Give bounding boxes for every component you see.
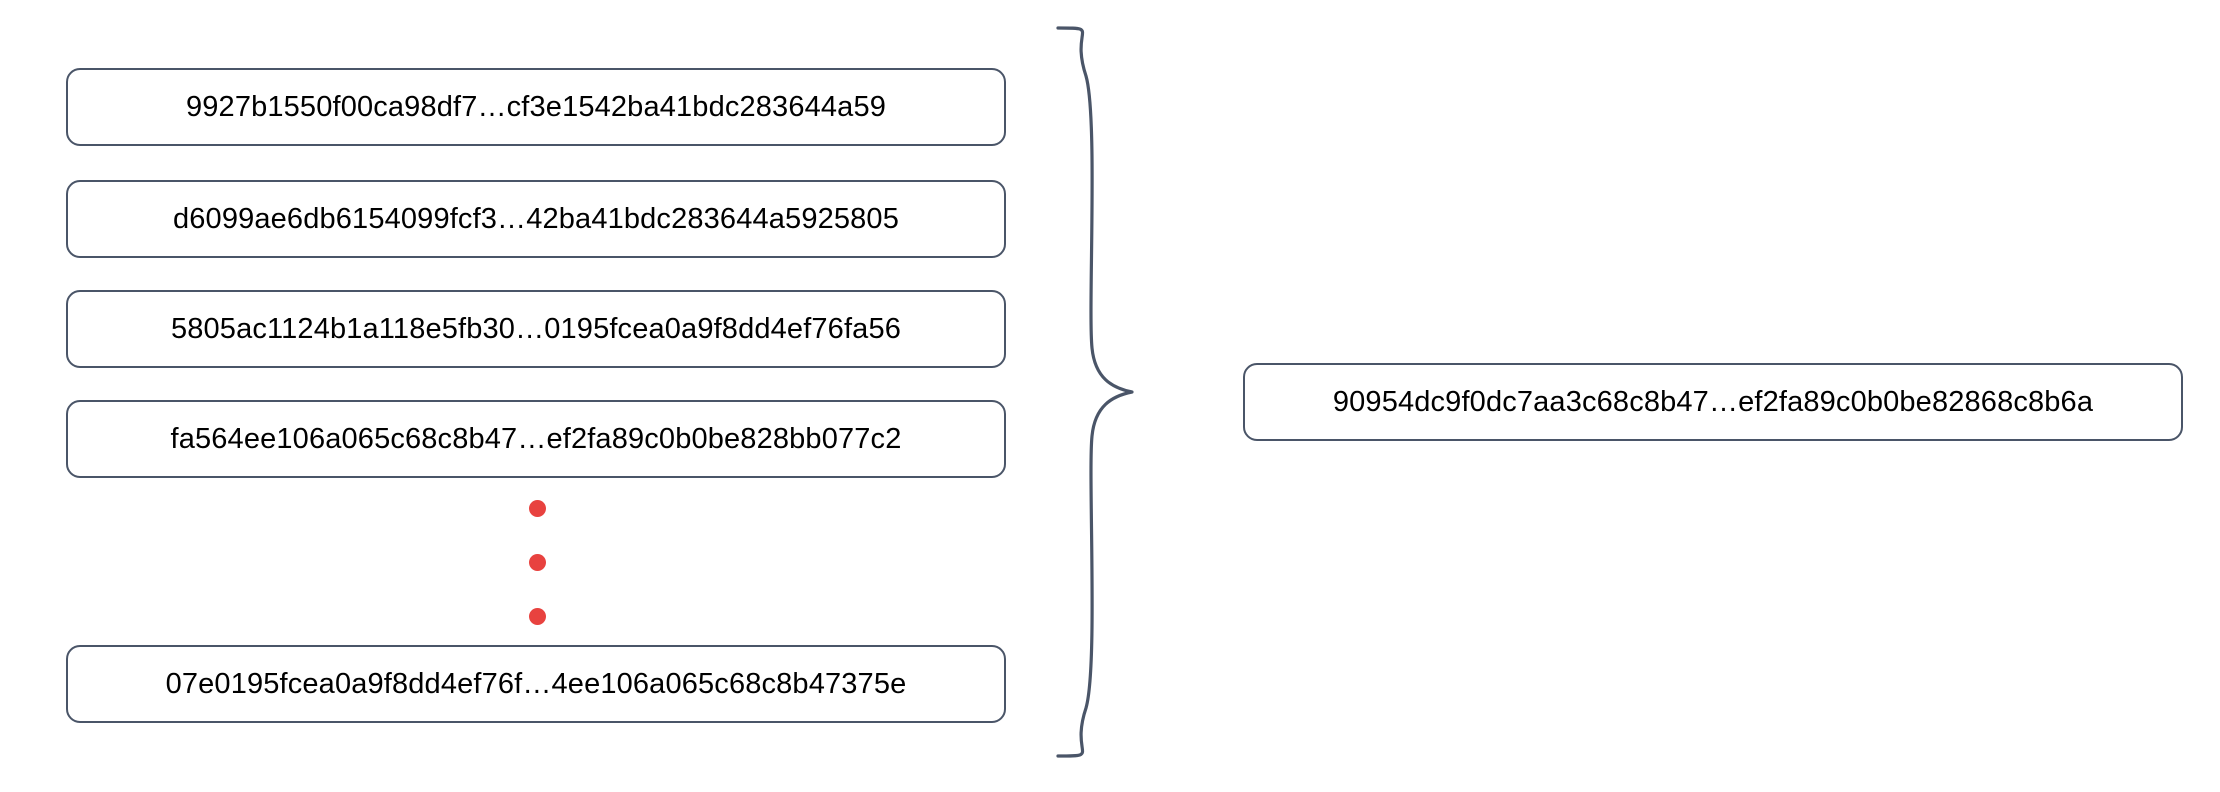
hash-value-text: 07e0195fcea0a9f8dd4ef76f…4ee106a065c68c8…	[165, 667, 907, 700]
hash-value-text: 90954dc9f0dc7aa3c68c8b47…ef2fa89c0b0be82…	[1332, 385, 2094, 418]
hash-value-text: 5805ac1124b1a118e5fb30…0195fcea0a9f8dd4e…	[170, 312, 902, 345]
hash-box-input-4[interactable]: fa564ee106a065c68c8b47…ef2fa89c0b0be828b…	[66, 400, 1006, 478]
hash-box-output-root[interactable]: 90954dc9f0dc7aa3c68c8b47…ef2fa89c0b0be82…	[1243, 363, 2183, 441]
curly-brace-icon	[1040, 22, 1170, 762]
hash-value-text: fa564ee106a065c68c8b47…ef2fa89c0b0be828b…	[170, 422, 902, 455]
hash-box-input-1[interactable]: 9927b1550f00ca98df7…cf3e1542ba41bdc28364…	[66, 68, 1006, 146]
vertical-ellipsis-icon	[497, 500, 577, 625]
hash-box-input-3[interactable]: 5805ac1124b1a118e5fb30…0195fcea0a9f8dd4e…	[66, 290, 1006, 368]
hash-box-input-last[interactable]: 07e0195fcea0a9f8dd4ef76f…4ee106a065c68c8…	[66, 645, 1006, 723]
ellipsis-dot-1	[528, 500, 546, 517]
hash-value-text: d6099ae6db6154099fcf3…42ba41bdc283644a59…	[172, 202, 899, 235]
ellipsis-dot-2	[528, 554, 546, 571]
hash-box-input-2[interactable]: d6099ae6db6154099fcf3…42ba41bdc283644a59…	[66, 180, 1006, 258]
ellipsis-dot-3	[528, 608, 546, 625]
hash-value-text: 9927b1550f00ca98df7…cf3e1542ba41bdc28364…	[185, 90, 887, 123]
